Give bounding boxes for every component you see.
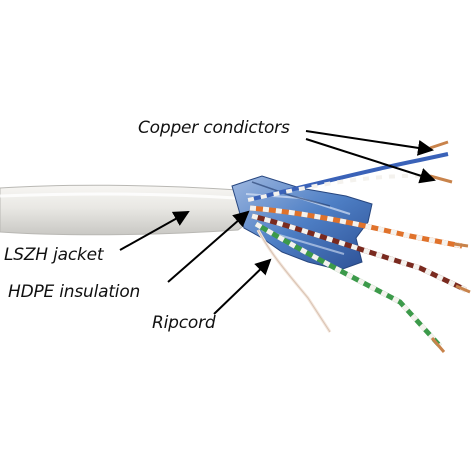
copper-arrow-2	[305, 138, 436, 184]
hdpe-insulation-label: HDPE insulation	[8, 282, 141, 302]
hdpe-arrow	[167, 210, 250, 283]
pair-blue	[247, 152, 449, 202]
pair-orange	[249, 205, 463, 249]
copper-conductors-label: Copper condictors	[138, 118, 290, 138]
ripcord-label: Ripcord	[152, 313, 216, 333]
ripcord	[256, 229, 332, 333]
lszh-jacket	[0, 184, 247, 236]
copper-arrow-1	[305, 130, 434, 156]
annotation-arrows	[119, 130, 436, 315]
pair-green	[254, 221, 442, 348]
lszh-jacket-label: LSZH jacket	[4, 245, 104, 265]
ripcord-arrow	[213, 258, 272, 315]
pair-brown	[251, 213, 468, 293]
copper-tips	[429, 140, 471, 353]
lszh-arrow	[119, 211, 190, 251]
